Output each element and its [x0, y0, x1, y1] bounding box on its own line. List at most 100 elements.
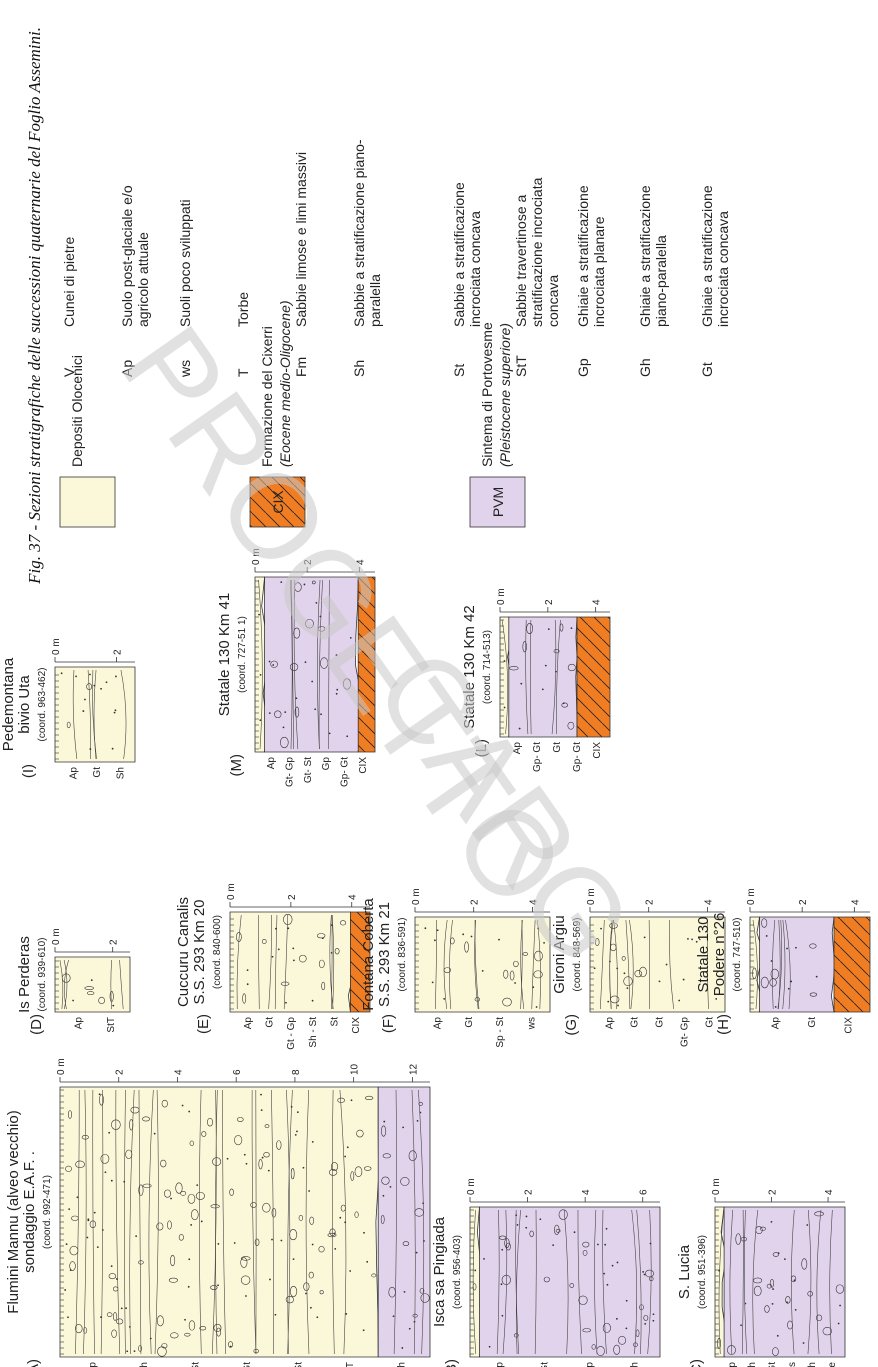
- column-title: Flumini Mannu (alveo vecchio): [5, 1110, 22, 1313]
- facies-labels-A: ApShStGtFm- Sh- StTGt - Gh: [88, 1362, 408, 1367]
- depth-tick-label: 4: [348, 894, 359, 900]
- clast: [772, 1252, 780, 1257]
- grain: [110, 1179, 113, 1182]
- clast: [764, 1305, 770, 1313]
- grain: [308, 1190, 311, 1192]
- grain: [72, 999, 75, 1002]
- clast: [339, 920, 347, 926]
- column-title: Statale 130: [695, 917, 712, 993]
- grain: [503, 706, 506, 709]
- clast: [321, 981, 326, 991]
- depth-tick-label: 4: [355, 559, 366, 565]
- grain: [96, 1246, 99, 1249]
- column-title: Podere n°26: [711, 913, 728, 997]
- facies-label: Gt grossolane: [827, 1362, 838, 1367]
- bedding-line: [331, 914, 335, 1010]
- grain: [652, 1319, 655, 1322]
- bedding-line: [600, 919, 605, 1010]
- depth-tick-label: 0 m: [496, 588, 507, 605]
- facies-label: Fm- Sh- St: [293, 1362, 304, 1367]
- grain: [267, 1169, 270, 1172]
- title-A: (A)Flumini Mannu (alveo vecchio)sondaggi…: [5, 1110, 53, 1367]
- bedding-line: [258, 914, 260, 1010]
- clast: [98, 996, 105, 1005]
- facies-label: Gh: [807, 1362, 818, 1367]
- bedding-line: [148, 1089, 154, 1355]
- column-coord: (coord. 840-600): [212, 915, 223, 989]
- layer-olocene: [229, 911, 354, 1013]
- clast: [328, 1169, 338, 1176]
- grain: [294, 1133, 297, 1136]
- facies-label: StT: [106, 1017, 117, 1033]
- grain: [311, 999, 314, 1002]
- clast: [759, 1226, 766, 1231]
- depth-tick-label: 2: [303, 559, 314, 565]
- grain: [520, 682, 523, 685]
- grain: [335, 654, 338, 657]
- grain: [470, 935, 473, 938]
- bedding-line: [339, 1089, 347, 1355]
- grain: [65, 1243, 68, 1246]
- clast: [318, 1246, 325, 1253]
- grain: [272, 664, 275, 666]
- bedding-line: [92, 669, 97, 760]
- bedding-line: [741, 1209, 744, 1355]
- grain: [793, 1279, 796, 1282]
- grain: [305, 1292, 307, 1295]
- legend-facies-desc: Suolo post-glaciale e/o: [119, 185, 135, 327]
- grain: [67, 1316, 69, 1319]
- clast: [509, 970, 515, 981]
- clast: [228, 1341, 234, 1348]
- bedding-line: [502, 1209, 508, 1355]
- clast: [66, 721, 71, 729]
- grain: [233, 1242, 236, 1244]
- clast: [364, 1095, 374, 1100]
- clast: [526, 623, 534, 635]
- clast: [303, 1282, 310, 1291]
- bedding-line: [609, 919, 613, 1010]
- clast: [643, 1314, 649, 1321]
- bedding-line: [556, 619, 561, 735]
- clast: [283, 914, 293, 925]
- grain: [133, 1350, 136, 1353]
- column-B: 0 m246ApGtGpGt - Gh(B)Isca sa Pingiada(c…: [431, 1178, 661, 1367]
- grain: [339, 1216, 342, 1219]
- legend-facies-code: St: [451, 364, 467, 377]
- grain: [187, 1285, 190, 1288]
- column-coord: (coord. 956-403): [452, 1235, 463, 1309]
- grain: [90, 979, 93, 982]
- depth-tick-label: 2: [524, 1189, 535, 1195]
- clast: [125, 1149, 133, 1159]
- bedding-line: [752, 919, 758, 1010]
- clast: [263, 1151, 270, 1158]
- legend-facies-desc: incrociata planare: [591, 216, 607, 327]
- bedding-line: [706, 919, 709, 1010]
- clast: [645, 1269, 655, 1278]
- grain: [408, 1327, 411, 1330]
- grain: [765, 935, 768, 937]
- grain: [433, 939, 436, 942]
- clast: [69, 1261, 76, 1271]
- clast: [502, 997, 512, 1007]
- layer-cix: [357, 576, 376, 753]
- grain: [643, 936, 646, 939]
- clast: [327, 1232, 337, 1238]
- clast: [807, 1291, 813, 1297]
- bedding-line: [59, 959, 64, 1010]
- depth-tick-label: 6: [639, 1189, 650, 1195]
- figure-caption: Fig. 37 - Sezioni stratigrafiche delle s…: [25, 27, 44, 585]
- bedding-line: [211, 1089, 217, 1355]
- bedding-line: [435, 919, 437, 1010]
- bedding-line: [515, 1209, 521, 1355]
- grain: [60, 672, 63, 675]
- bedding-line: [778, 919, 781, 1010]
- layer-pvm: [723, 1206, 846, 1358]
- legend-unit-name: Depositi Olocenici: [69, 355, 85, 467]
- bedding-line: [411, 1089, 416, 1355]
- grain: [277, 948, 280, 951]
- clast: [229, 1188, 234, 1196]
